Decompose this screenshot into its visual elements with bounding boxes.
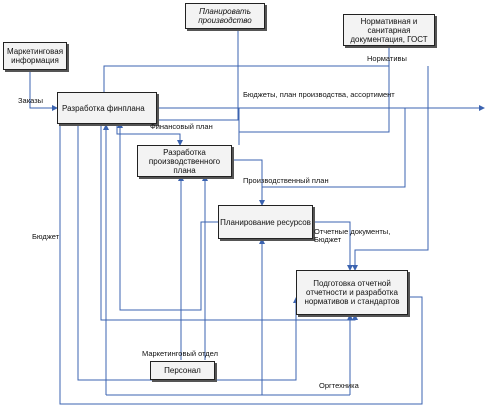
arrow-normatives (101, 44, 390, 99)
marketing-dept-label: Маркетинговый отдел (142, 349, 218, 358)
orders-label: Заказы (18, 96, 44, 105)
external-norms-box: Нормативная и санитарная документация, Г… (343, 14, 435, 46)
arrow-normatives-prod (238, 66, 390, 145)
finplan-label: Разработка финплана (62, 103, 145, 113)
resource-plan-box: Планирование ресурсов (218, 205, 313, 239)
reporting-box: Подготовка отчетной отчетности и разрабо… (296, 270, 408, 315)
budget-label: Бюджет (32, 232, 60, 241)
prodplan-box: Разработка производственного плана (137, 145, 232, 177)
arrow-finplan (116, 123, 183, 146)
arrow-resources (312, 221, 353, 271)
budgets-out-label: Бюджеты, план производства, ассортимент (243, 90, 395, 99)
normatives-label: Нормативы (367, 54, 407, 63)
reporting-label: Подготовка отчетной отчетности и разрабо… (304, 279, 400, 306)
marketing-info-label: Маркетинговая информация (6, 47, 64, 65)
office-equipment-label: Оргтехника (319, 381, 359, 390)
arrow-budget-loop2 (77, 123, 299, 381)
report-docs-label: Отчетные документы, Бюджет (314, 227, 391, 244)
arrow-res-feedback (117, 122, 218, 311)
resource-plan-label: Планирование ресурсов (220, 217, 311, 227)
diagram-title-box: Планировать производство (185, 3, 265, 29)
arrow-prodplan (232, 159, 265, 206)
fin-plan-label: Финансовый план (150, 122, 213, 131)
arrow-report-out (57, 122, 423, 405)
prod-plan-label: Производственный план (243, 176, 329, 185)
external-norms-label: Нормативная и санитарная документация, Г… (350, 16, 428, 44)
finplan-box: Разработка финплана (57, 92, 157, 124)
marketing-info-box: Маркетинговая информация (3, 42, 67, 70)
arrow-top-feedback (150, 10, 239, 121)
prodplan-label: Разработка производственного плана (148, 147, 221, 175)
arrow-budget-loop (100, 123, 358, 321)
diagram-title: Планировать производство (198, 7, 252, 25)
personnel-box: Персонал (150, 361, 215, 380)
arrow-normatives-res (352, 66, 429, 271)
arrow-orders (29, 70, 58, 111)
arrow-prodplan-right (262, 108, 406, 188)
personnel-label: Персонал (164, 366, 201, 375)
